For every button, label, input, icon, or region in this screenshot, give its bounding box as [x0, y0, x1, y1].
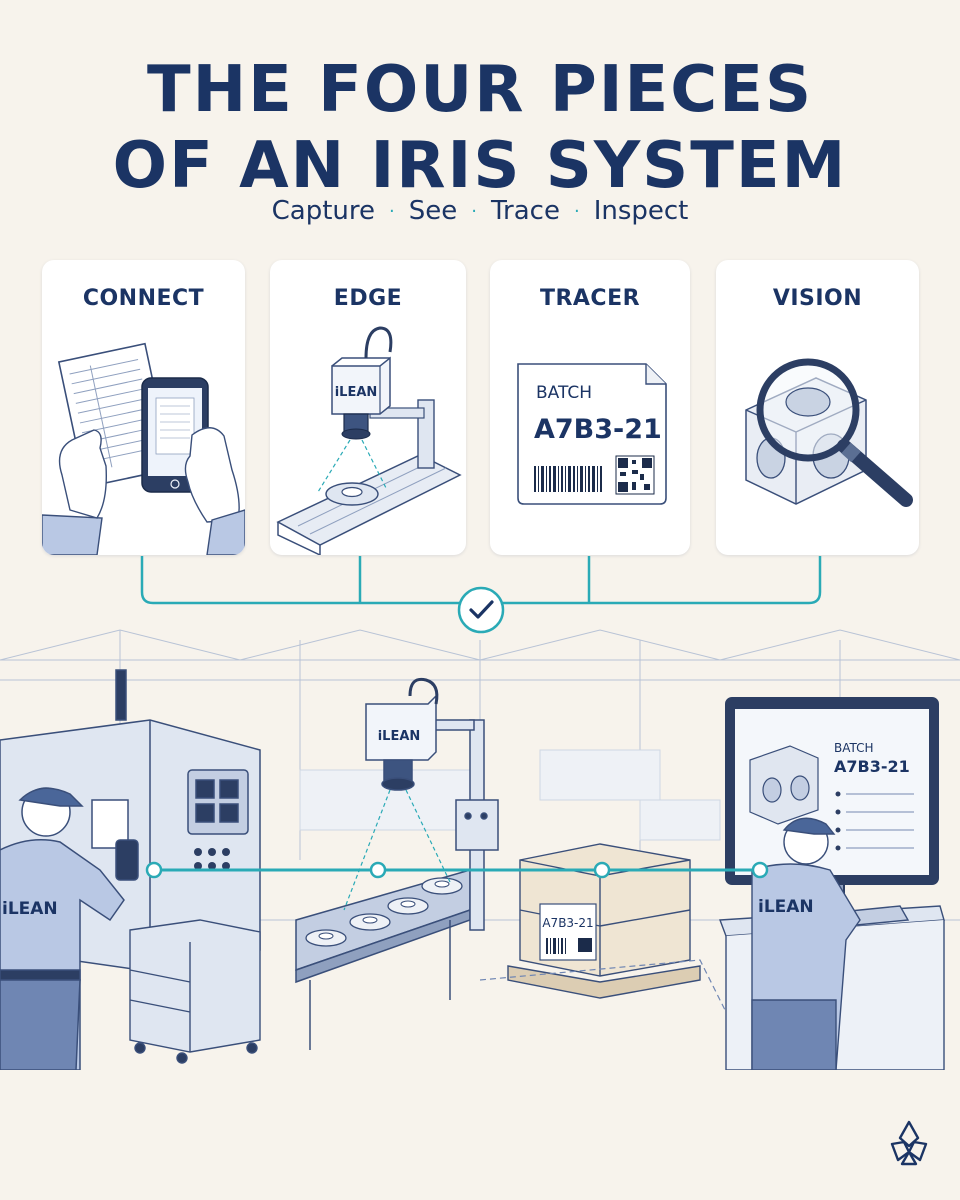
- magnifier-part-icon: [745, 358, 913, 507]
- connector-lines: [140, 556, 822, 634]
- worker-right-brand: iLEAN: [758, 897, 814, 917]
- batch-label-icon: BATCH A7B3-21: [517, 363, 667, 505]
- card-vision: VISION: [716, 260, 919, 555]
- card-title-vision: VISION: [772, 286, 863, 311]
- card-tracer: BATCH A7B3-21 TRACER: [490, 260, 690, 555]
- factory-scene: iLEAN iLEAN A7B3-21: [0, 629, 960, 1070]
- card-connect: CONNECT: [42, 260, 245, 555]
- tracer-batch-label: BATCH: [536, 383, 592, 403]
- monitor-batch-code: A7B3-21: [834, 757, 910, 776]
- page-title: THE FOUR PIECES OF AN IRIS SYSTEM: [0, 52, 960, 204]
- brand-logo-icon: [890, 1120, 928, 1166]
- check-circle-icon: [457, 586, 505, 634]
- camera-conveyor-icon: iLEAN: [276, 326, 462, 555]
- subtitle-separator: ·: [573, 201, 580, 222]
- title-line-1: THE FOUR PIECES: [146, 53, 814, 127]
- worker-left-brand: iLEAN: [2, 899, 58, 919]
- subtitle-inspect: Inspect: [593, 196, 689, 226]
- title-line-2: OF AN IRIS SYSTEM: [112, 129, 848, 203]
- card-title-connect: CONNECT: [82, 286, 205, 311]
- subtitle: Capture · See · Trace · Inspect: [0, 196, 960, 226]
- subtitle-see: See: [408, 196, 458, 226]
- card-edge: iLEAN EDGE: [270, 260, 466, 555]
- qr-code-icon: [615, 455, 655, 495]
- barcode-icon: [534, 466, 602, 492]
- subtitle-separator: ·: [471, 201, 477, 222]
- subtitle-separator: ·: [389, 201, 395, 222]
- pallet-code: A7B3-21: [542, 916, 593, 930]
- phone-form-icon: [42, 342, 245, 555]
- monitor-batch-label: BATCH: [834, 741, 874, 755]
- card-title-tracer: TRACER: [539, 286, 641, 311]
- camera-brand-scene: iLEAN: [378, 729, 421, 744]
- card-title-edge: EDGE: [333, 286, 403, 311]
- tracer-batch-code: A7B3-21: [534, 414, 662, 445]
- camera-brand-text: iLEAN: [335, 385, 378, 400]
- subtitle-trace: Trace: [490, 196, 560, 226]
- subtitle-capture: Capture: [271, 196, 375, 226]
